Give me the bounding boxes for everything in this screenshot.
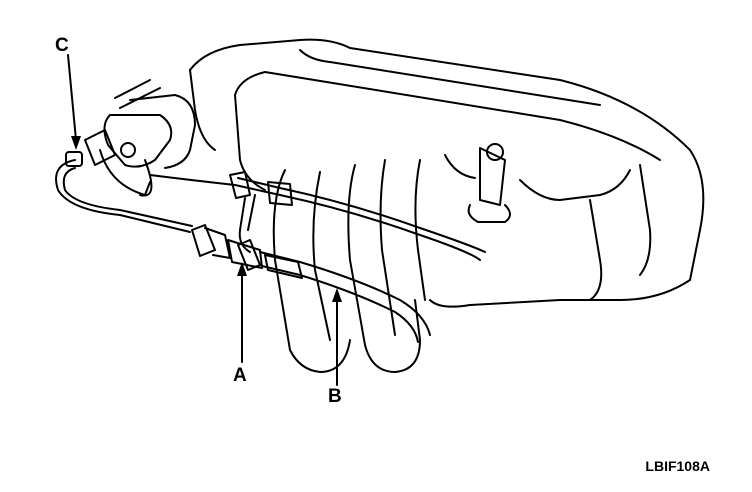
intake-manifold [189, 38, 705, 373]
leader-c [67, 54, 77, 141]
second-cable [149, 171, 486, 261]
arrowhead-b [332, 288, 342, 302]
callout-c: C [55, 35, 69, 56]
callout-b: B [328, 386, 342, 407]
cable-b-sheath [259, 251, 431, 343]
adjuster-nuts [191, 224, 263, 271]
throttle-body [84, 79, 196, 197]
callout-a: A [233, 365, 247, 386]
cable-c-thin [55, 151, 193, 233]
leader-arrows [67, 54, 338, 386]
figure-code: LBIF108A [645, 458, 710, 474]
arrowhead-a [237, 262, 247, 276]
arrowhead-c [71, 136, 81, 150]
